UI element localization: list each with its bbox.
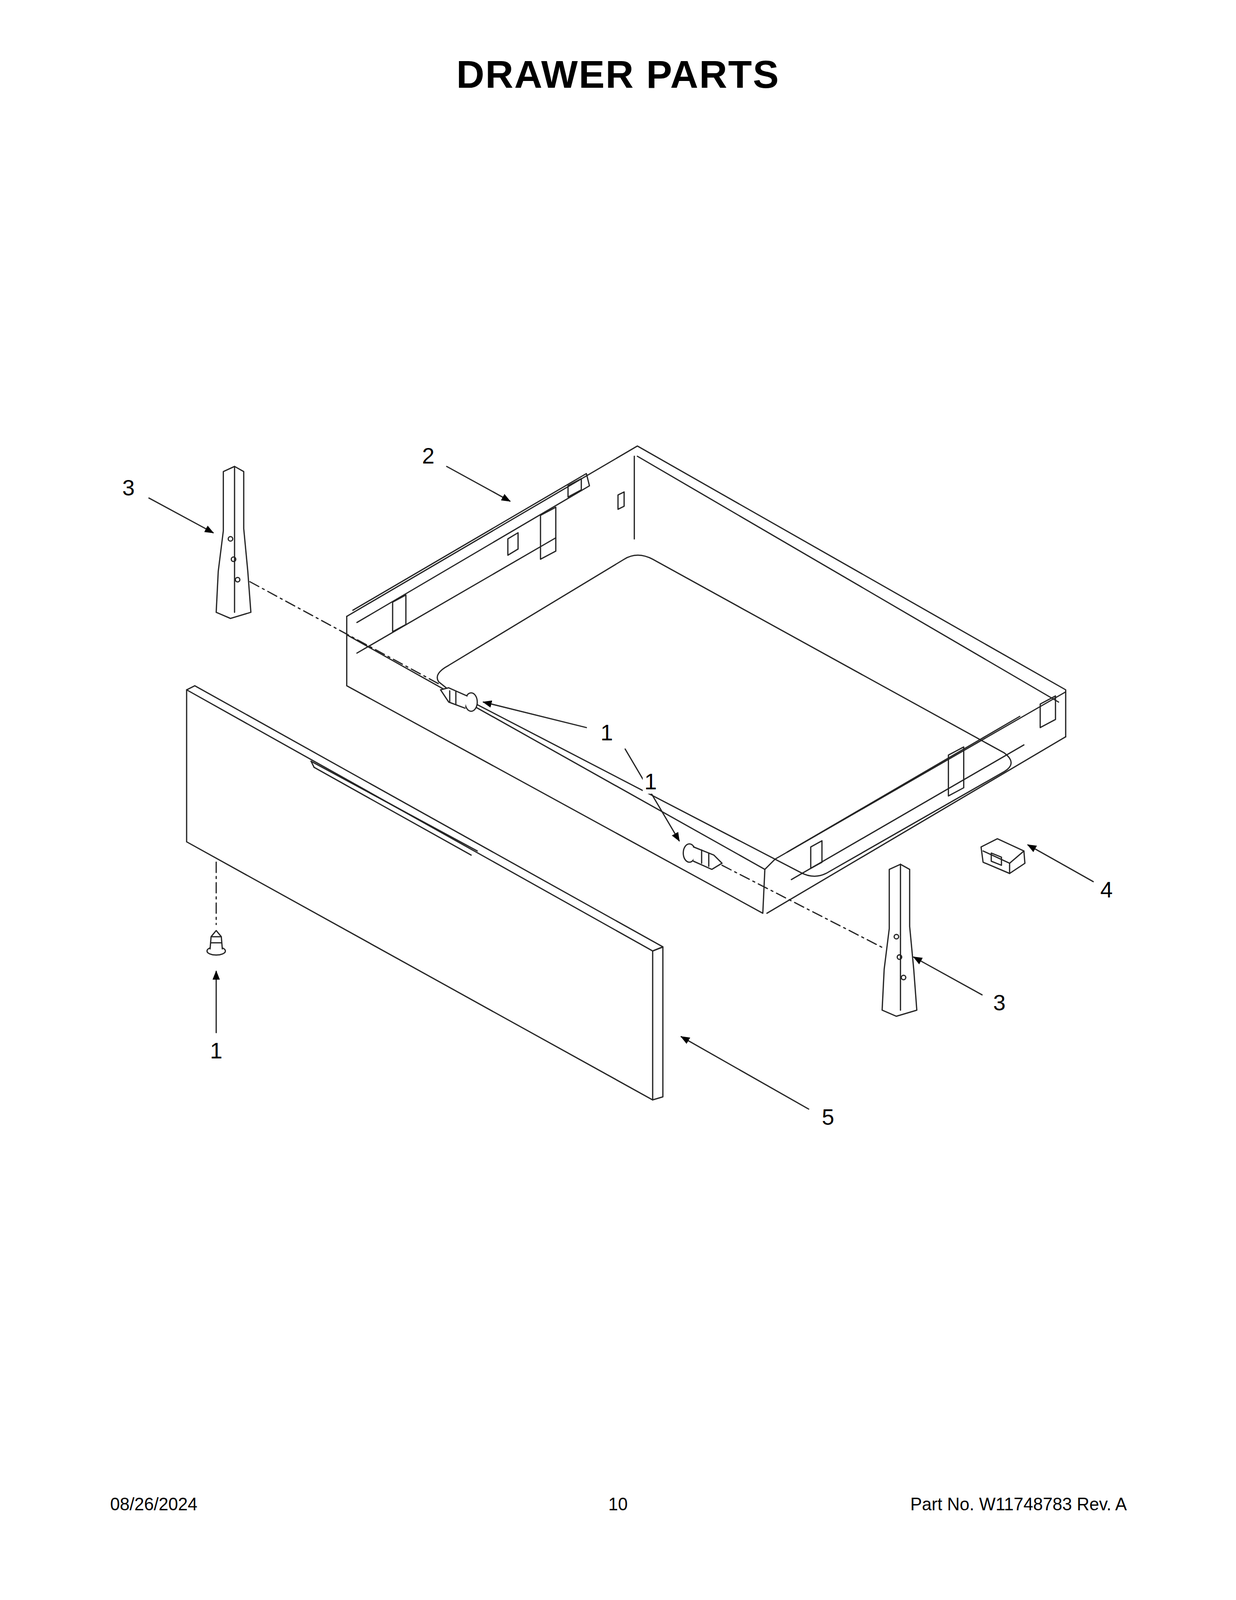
slide-clip xyxy=(981,838,1025,874)
drawer-bracket xyxy=(216,466,252,618)
screw xyxy=(206,930,226,955)
callout-number: 3 xyxy=(991,990,1008,1015)
callout-number: 4 xyxy=(1098,877,1115,902)
leader-arrow xyxy=(148,466,1094,1109)
footer-text: 08/26/2024 xyxy=(110,1495,198,1513)
page-title: DRAWER PARTS xyxy=(456,55,780,95)
footer-text: Part No. W11748783 Rev. A xyxy=(910,1495,1127,1513)
screw xyxy=(440,687,478,712)
callout-number: 1 xyxy=(598,720,616,745)
drawer-bracket xyxy=(882,864,918,1016)
callout-number: 2 xyxy=(420,443,437,468)
alignment-line xyxy=(216,581,886,949)
callout-number: 3 xyxy=(120,475,137,500)
drawer-front-panel xyxy=(186,685,664,1100)
footer-text: 10 xyxy=(608,1495,628,1513)
callout-number: 1 xyxy=(642,769,660,794)
callout-number: 5 xyxy=(820,1104,837,1129)
callout-number: 1 xyxy=(207,1038,225,1063)
screw xyxy=(683,843,723,870)
